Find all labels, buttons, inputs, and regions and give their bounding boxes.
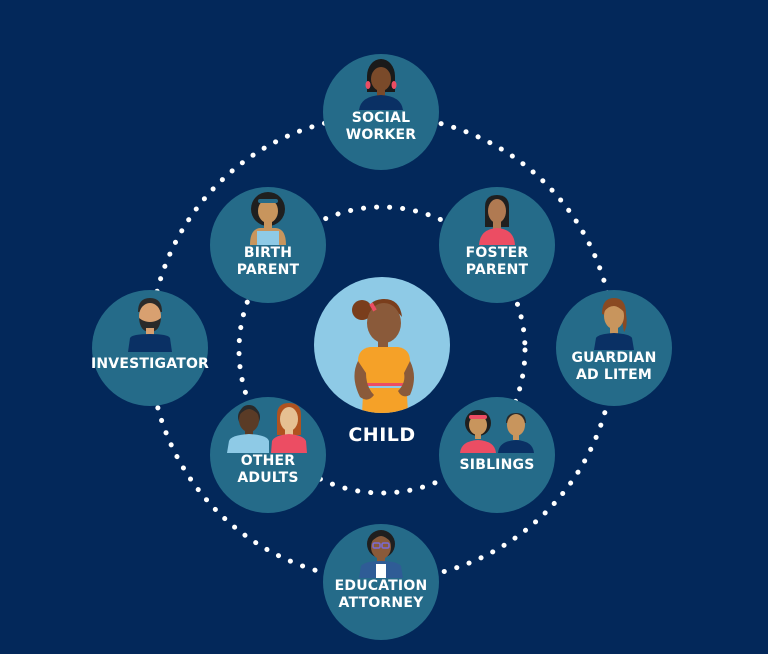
woman-earrings-icon [359, 59, 403, 110]
node-education-attorney[interactable]: EDUCATION ATTORNEY [323, 524, 439, 640]
woman-headband-icon [250, 192, 286, 245]
bearded-man-icon [128, 298, 172, 352]
node-foster-parent[interactable]: FOSTER PARENT [439, 187, 555, 303]
inner-dotted-ring [236, 204, 528, 496]
woman-glasses-icon [359, 530, 403, 578]
center-child-label: CHILD [348, 424, 416, 446]
node-social-worker[interactable]: SOCIAL WORKER [323, 54, 439, 170]
node-label: OTHER ADULTS [237, 453, 299, 486]
two-children-icon [460, 410, 534, 453]
woman-pink-shirt-icon [479, 195, 515, 245]
woman-ponytail-icon [594, 298, 634, 350]
node-investigator[interactable]: INVESTIGATOR [90, 290, 210, 406]
node-label: FOSTER PARENT [465, 245, 529, 278]
girl-orange-shirt-icon [352, 299, 414, 413]
node-label: BIRTH PARENT [236, 245, 300, 278]
center-child-node[interactable] [314, 277, 450, 413]
node-label: SOCIAL WORKER [345, 110, 417, 143]
two-adults-icon [227, 403, 307, 453]
node-other-adults[interactable]: OTHER ADULTS [210, 397, 326, 513]
node-guardian-ad-litem[interactable]: GUARDIAN AD LITEM [556, 290, 672, 406]
node-label: EDUCATION ATTORNEY [334, 578, 428, 611]
node-siblings[interactable]: SIBLINGS [439, 397, 555, 513]
node-label: GUARDIAN AD LITEM [571, 350, 657, 383]
node-label: INVESTIGATOR [90, 356, 210, 372]
node-birth-parent[interactable]: BIRTH PARENT [210, 187, 326, 303]
node-label: SIBLINGS [459, 457, 535, 473]
